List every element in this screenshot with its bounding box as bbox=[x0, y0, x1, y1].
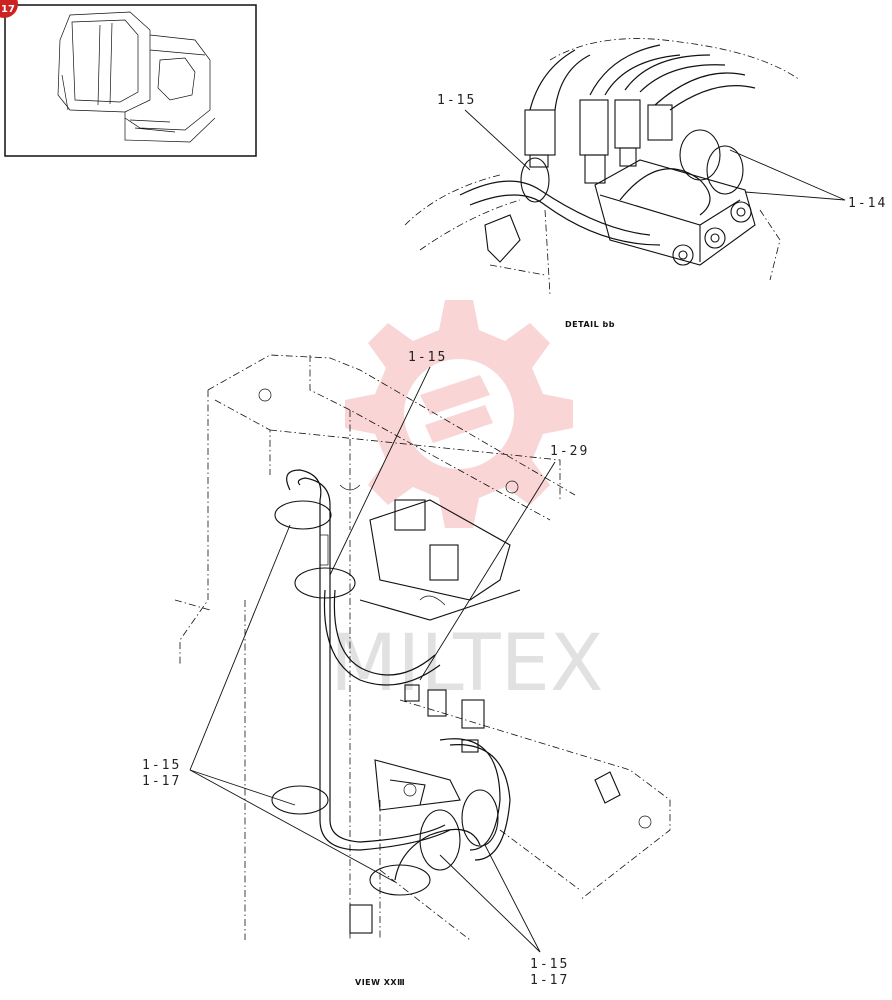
callout-1-17-left: 1-17 bbox=[142, 774, 181, 789]
watermark-text: MILTEX bbox=[330, 619, 603, 709]
callout-1-14: 1-14 bbox=[848, 196, 887, 211]
watermark-gear-logo bbox=[345, 300, 573, 528]
callout-1-15-left: 1-15 bbox=[142, 758, 181, 773]
callout-1-15-upper: 1-15 bbox=[408, 350, 447, 365]
thumbnail-badge: 17 bbox=[0, 0, 18, 18]
detail-bb-callouts: 1-15 1-14 DETAIL bb bbox=[437, 93, 887, 329]
callout-1-29: 1-29 bbox=[550, 444, 589, 459]
callout-1-15-bottom: 1-15 bbox=[530, 957, 569, 972]
detail-bb-drawing bbox=[404, 38, 801, 296]
svg-text:17: 17 bbox=[1, 4, 15, 15]
callout-1-17-bottom: 1-17 bbox=[530, 973, 569, 988]
view-caption: VIEW XXⅢ bbox=[355, 978, 405, 987]
view-main-drawing bbox=[174, 354, 671, 941]
callout-1-15-top: 1-15 bbox=[437, 93, 476, 108]
thumbnail-overview bbox=[4, 4, 257, 157]
detail-bb-caption: DETAIL bb bbox=[565, 320, 615, 329]
view-main-callouts: 1-15 1-29 1-15 1-17 1-15 1-17 VIEW XXⅢ bbox=[142, 350, 589, 988]
